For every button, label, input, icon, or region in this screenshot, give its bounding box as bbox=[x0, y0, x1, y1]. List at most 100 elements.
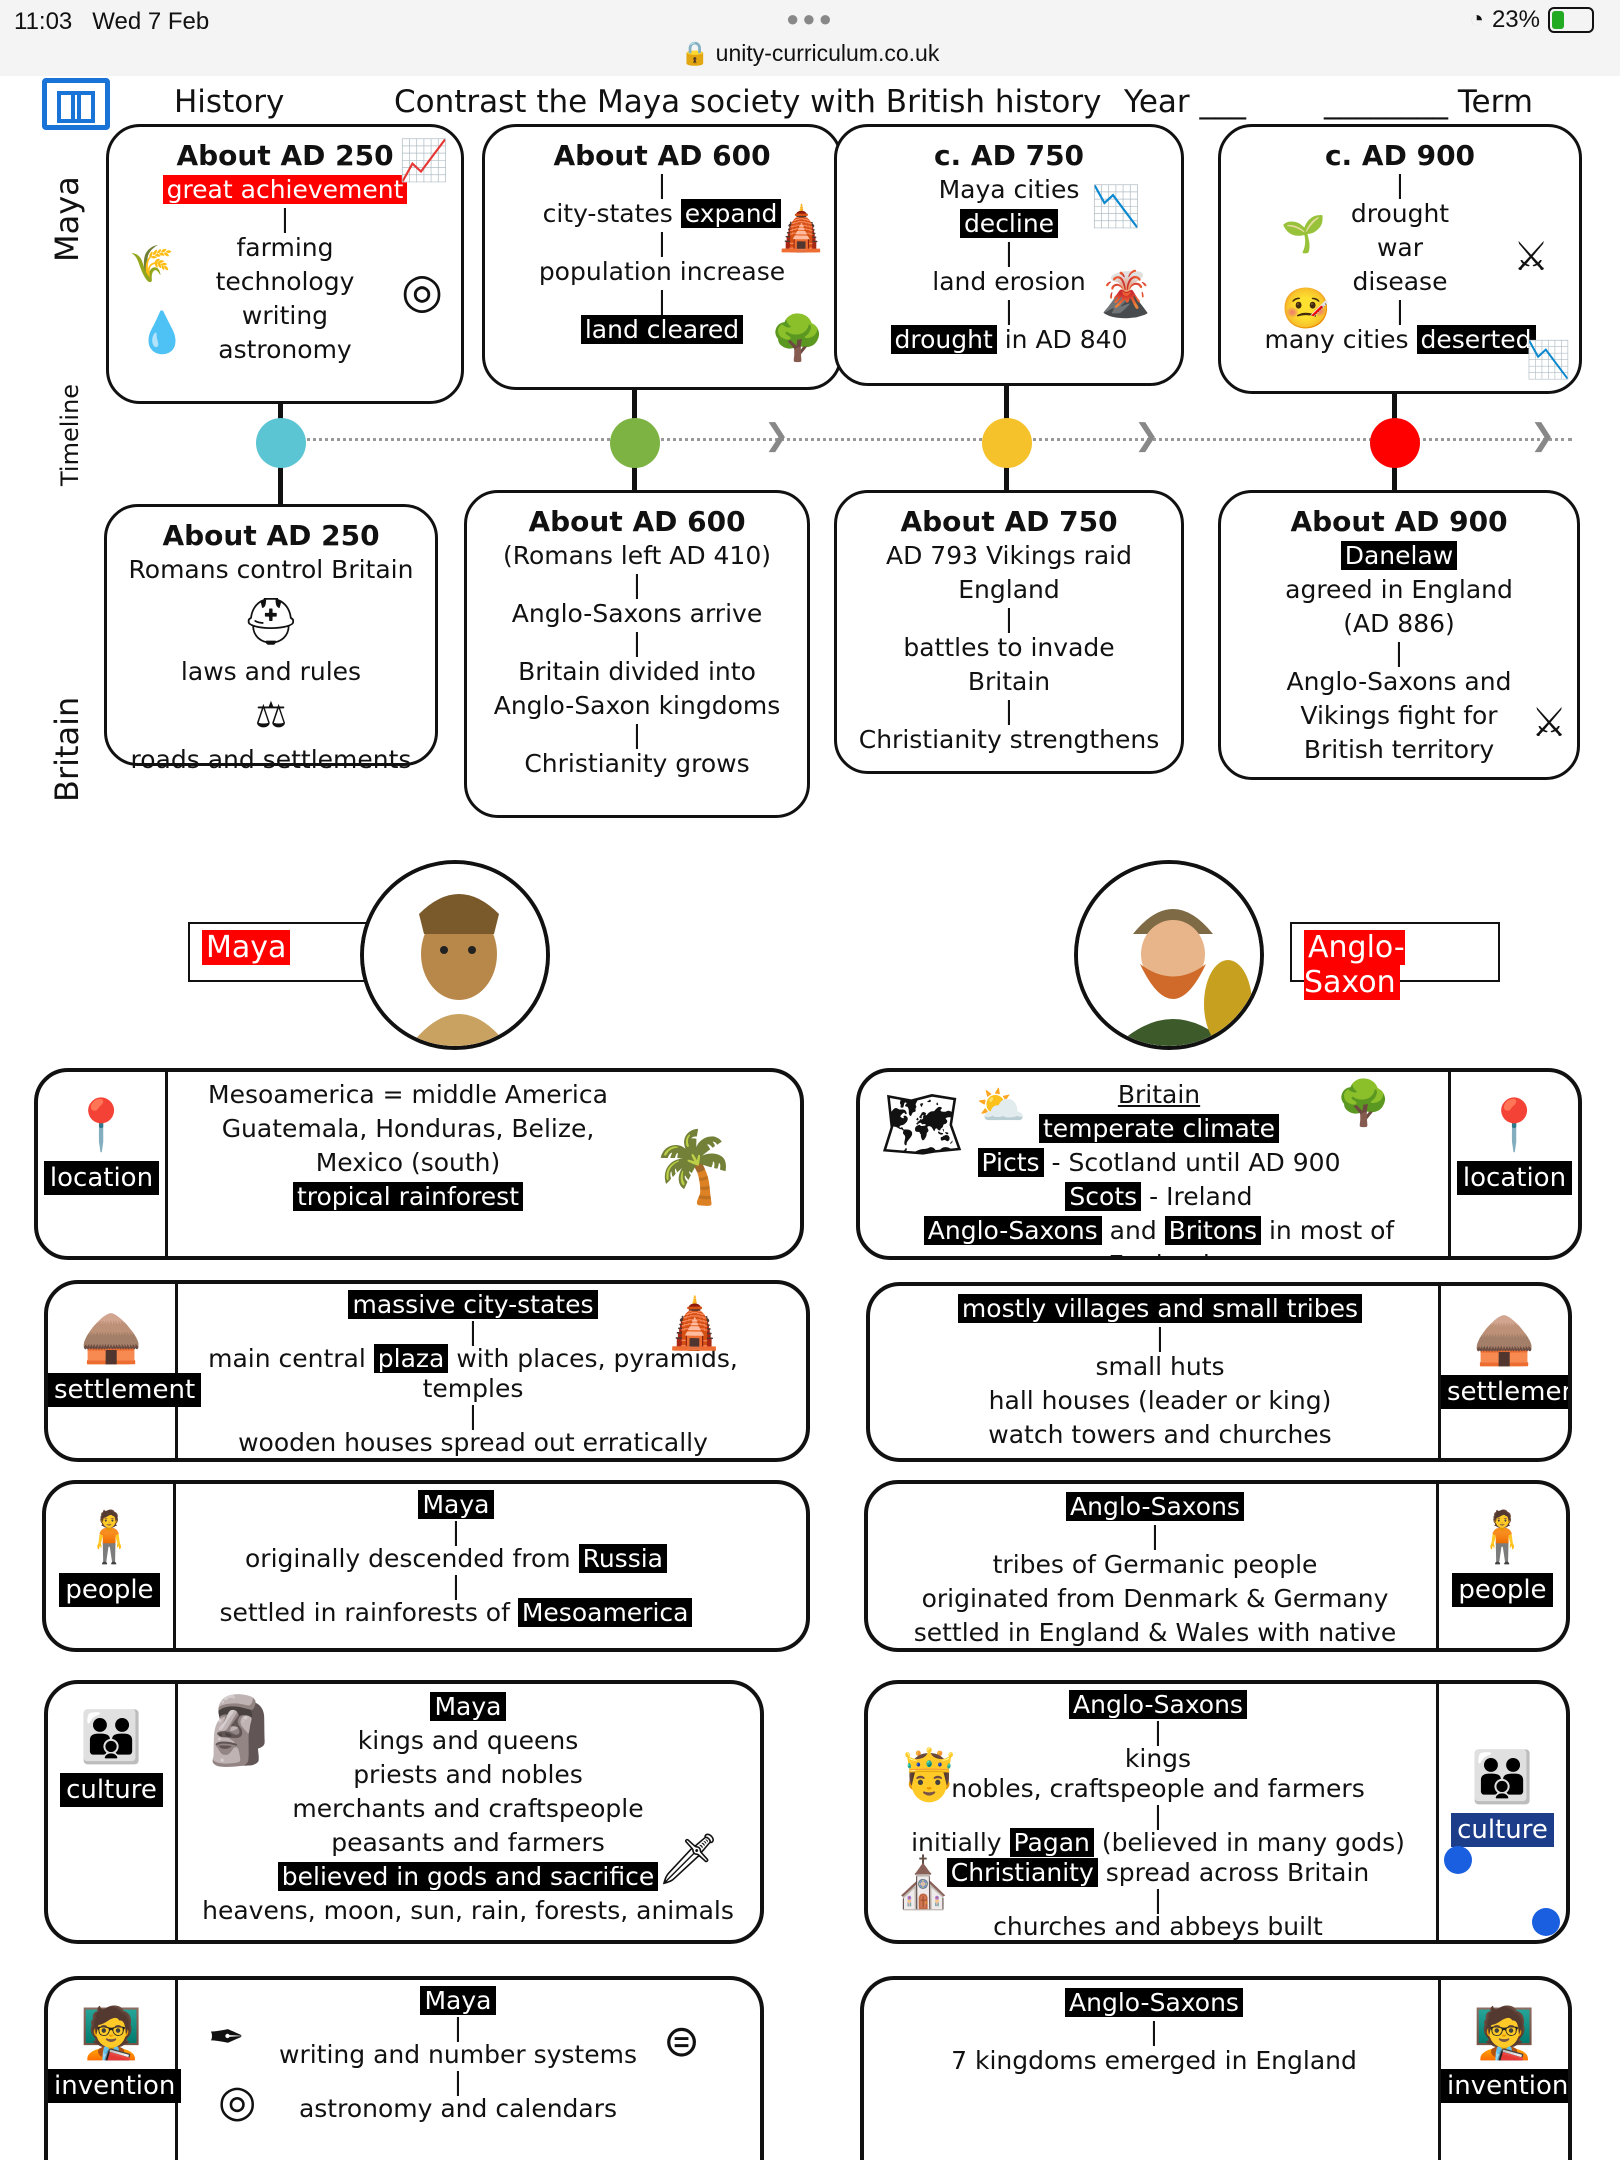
card-line: Mesoamerica = middle America bbox=[208, 1080, 608, 1109]
card-label: invention bbox=[48, 2069, 182, 2103]
box-line: population increase bbox=[538, 257, 786, 286]
box-line: Maya cities bbox=[938, 175, 1080, 204]
box-line: disease bbox=[1352, 267, 1448, 296]
quill-icon: ✒ bbox=[208, 2012, 245, 2063]
worksheet-document[interactable]: History Contrast the Maya society with B… bbox=[34, 76, 1590, 2160]
number-glyph-icon: ⊜ bbox=[663, 2016, 700, 2067]
fighting-icon: ⚔ bbox=[1531, 700, 1567, 746]
highlight-text: Maya bbox=[430, 1692, 506, 1721]
box-line: battles to invade bbox=[903, 633, 1115, 662]
card-side: 🧍 people bbox=[46, 1484, 176, 1648]
selection-handle-end[interactable] bbox=[1532, 1908, 1560, 1936]
card-body: Maya | writing and number systems | astr… bbox=[178, 1986, 738, 2124]
battery-status: ◔ 23% bbox=[1469, 6, 1594, 34]
person-icon: 🧍 bbox=[78, 1508, 141, 1566]
highlight-text: deserted bbox=[1416, 325, 1536, 354]
decline-chart-icon: 📉 bbox=[1091, 184, 1141, 230]
card-side: 🛖settlement bbox=[1438, 1286, 1568, 1458]
sick-head-icon: 🤒 bbox=[1281, 286, 1331, 332]
growth-chart-icon: 📈 bbox=[399, 138, 449, 184]
more-dots-icon[interactable]: ●●● bbox=[786, 6, 835, 31]
box-line: laws and rules bbox=[180, 657, 362, 686]
box-line: Vikings fight for bbox=[1300, 701, 1498, 730]
card-label: location bbox=[1456, 1161, 1573, 1195]
box-line: British territory bbox=[1303, 735, 1495, 764]
timeline-dot-blue bbox=[256, 418, 306, 468]
divider: | bbox=[468, 1317, 478, 1346]
box-line: AD 793 Vikings raid bbox=[886, 541, 1132, 570]
card-line: Britain bbox=[1117, 1080, 1201, 1109]
highlight-text: Anglo-Saxons bbox=[1066, 1492, 1244, 1521]
location-pin-icon: 📍 bbox=[1483, 1096, 1546, 1154]
highlight-text: drought bbox=[890, 325, 997, 354]
card-line: Mexico (south) bbox=[315, 1148, 501, 1177]
britain-timeline-box-750: About AD 750 AD 793 Vikings raid England… bbox=[834, 490, 1184, 774]
page-title: Contrast the Maya society with British h… bbox=[394, 84, 1102, 120]
divider: | bbox=[1004, 296, 1014, 325]
anglo-saxon-location-card: 📍location Britain temperate climate Pict… bbox=[856, 1068, 1582, 1260]
divider: | bbox=[657, 170, 667, 199]
highlight-text: Pagan bbox=[1009, 1828, 1094, 1857]
card-line: originally descended from bbox=[245, 1544, 571, 1573]
anglo-saxon-people-card: 🧍people Anglo-Saxons | tribes of Germani… bbox=[864, 1480, 1570, 1652]
person-icon: 🧍 bbox=[1471, 1508, 1534, 1566]
highlight-text: Anglo-Saxons bbox=[1065, 1988, 1243, 2017]
card-line: settled in England & Wales with native B… bbox=[913, 1618, 1397, 1647]
highlight-text: mostly villages and small tribes bbox=[957, 1294, 1363, 1323]
selection-handle-start[interactable] bbox=[1444, 1846, 1472, 1874]
box-title: c. AD 900 bbox=[1324, 139, 1476, 172]
card-side: 🛖settlement bbox=[48, 1284, 202, 1458]
highlight-text: plaza bbox=[373, 1344, 449, 1373]
chevron-right-icon: ❯ bbox=[1134, 418, 1160, 453]
sacrifice-icon: 🗡 bbox=[656, 1830, 720, 1888]
church-icon: ⛪ bbox=[892, 1854, 955, 1912]
box-line: Britain bbox=[967, 667, 1051, 696]
card-label: people bbox=[59, 1573, 160, 1607]
box-line: England bbox=[958, 575, 1060, 604]
card-line: merchants and craftspeople bbox=[292, 1794, 644, 1823]
huts-icon: 🛖 bbox=[80, 1308, 143, 1366]
box-title: About AD 900 bbox=[1290, 505, 1508, 538]
box-line: Anglo-Saxons arrive bbox=[511, 599, 763, 628]
pyramid-icon: 🛕 bbox=[774, 203, 829, 254]
term-field: ________ Term bbox=[1324, 84, 1533, 120]
timeline-dot-yellow bbox=[982, 418, 1032, 468]
box-line: Britain divided into bbox=[518, 657, 756, 686]
britain-timeline-box-600: About AD 600 (Romans left AD 410) | Angl… bbox=[464, 490, 810, 818]
timeline-row-label: Timeline bbox=[56, 383, 84, 486]
card-line: nobles, craftspeople and farmers bbox=[951, 1774, 1365, 1803]
maya-king-icon: 🗿 bbox=[198, 1692, 281, 1769]
box-line: (AD 886) bbox=[1343, 609, 1455, 638]
card-line: small huts bbox=[1095, 1352, 1225, 1381]
card-label: culture bbox=[60, 1773, 163, 1807]
highlight-text: Picts bbox=[977, 1148, 1044, 1177]
solar-system-icon: ◎ bbox=[401, 263, 443, 319]
maya-timeline-box-900: c. AD 900 | drought war disease | many c… bbox=[1218, 124, 1582, 394]
card-label-selected[interactable]: culture bbox=[1451, 1813, 1554, 1847]
card-line: heavens, moon, sun, rain, forests, anima… bbox=[202, 1896, 734, 1925]
anglo-saxon-culture-card: 👪culture Anglo-Saxons | kings nobles, cr… bbox=[864, 1680, 1570, 1944]
card-side: 👪culture bbox=[48, 1684, 178, 1940]
culture-icon: 👪 bbox=[1471, 1748, 1534, 1806]
maya-location-card: 📍location Mesoamerica = middle America G… bbox=[34, 1068, 804, 1260]
box-line: (Romans left AD 410) bbox=[503, 541, 771, 570]
divider: | bbox=[1153, 1801, 1163, 1830]
box-line: land erosion bbox=[932, 267, 1086, 296]
url-bar[interactable]: 🔒 unity-curriculum.co.uk bbox=[680, 40, 940, 66]
erosion-icon: 🌋 bbox=[1098, 269, 1153, 320]
card-line: kings bbox=[1124, 1744, 1192, 1773]
box-title: About AD 250 bbox=[176, 139, 394, 172]
anglo-saxon-settlement-card: 🛖settlement mostly villages and small tr… bbox=[866, 1282, 1572, 1462]
box-line: Christianity strengthens bbox=[858, 725, 1160, 754]
britain-row-label: Britain bbox=[48, 696, 86, 802]
maya-warrior-portrait bbox=[360, 860, 550, 1050]
box-line: in AD 840 bbox=[1004, 325, 1128, 354]
highlight-text: Mesoamerica bbox=[517, 1598, 693, 1627]
anglo-saxon-name-label: Anglo-Saxon bbox=[1290, 922, 1500, 1000]
maya-invention-card: 🧑‍🏫invention Maya | writing and number s… bbox=[44, 1976, 764, 2160]
card-side: 🧑‍🏫invention bbox=[1438, 1980, 1568, 2160]
scales-icon: ⚖ bbox=[254, 695, 288, 736]
divider: | bbox=[1153, 1717, 1163, 1746]
maya-row-label: Maya bbox=[48, 176, 86, 262]
divider: | bbox=[657, 286, 667, 315]
